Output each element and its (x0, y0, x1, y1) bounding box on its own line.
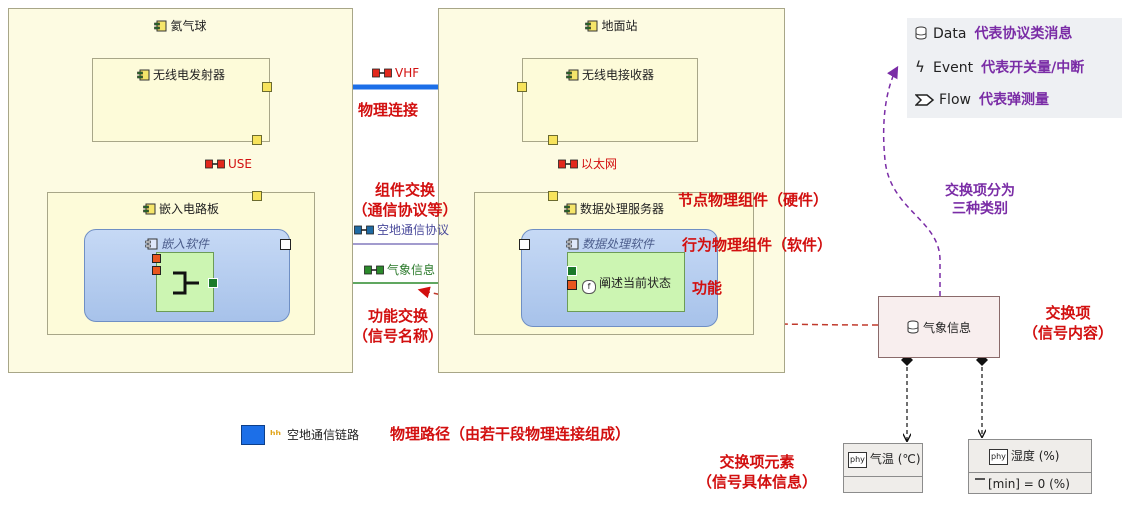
software-icon (566, 238, 579, 250)
physical-port[interactable] (517, 82, 527, 92)
node-balloon-title: 氦气球 (9, 19, 352, 33)
annotation-component-exchange: 组件交换 （通信协议等） (352, 181, 458, 219)
component-icon (585, 20, 598, 32)
database-icon (915, 26, 927, 40)
data-server-title: 数据处理服务器 (475, 202, 753, 216)
functional-exchange-label: 气象信息 (364, 263, 435, 277)
annotation-functional-exchange: 功能交换 （信号名称） (352, 307, 443, 345)
element-divider (844, 476, 922, 477)
flow-icon (914, 94, 935, 106)
data-software-title: 数据处理软件 (566, 237, 654, 251)
physical-port[interactable] (548, 191, 558, 201)
annotation-behavior-component: 行为物理组件（软件） (682, 236, 833, 254)
link-label-ethernet: 以太网 (558, 157, 617, 171)
embedded-software-title: 嵌入软件 (145, 237, 209, 251)
exchange-item-name: 气象信息 (907, 320, 971, 335)
physical-link-icon (205, 159, 225, 169)
annotation-physical-connection: 物理连接 (358, 101, 419, 119)
function-input-port[interactable] (152, 254, 161, 263)
annotation-node-component: 节点物理组件（硬件） (678, 191, 829, 209)
component-transmitter[interactable]: 无线电发射器 (92, 58, 270, 142)
property-icon (975, 478, 985, 488)
link-label-vhf: VHF (372, 66, 419, 80)
transmitter-title: 无线电发射器 (93, 68, 269, 82)
function-input-port[interactable] (567, 266, 577, 276)
component-receiver[interactable]: 无线电接收器 (522, 58, 698, 142)
lightning-icon: ϟ (915, 58, 925, 76)
element-humidity-property: [min] = 0 (%) (975, 477, 1070, 491)
component-exchange-icon (354, 225, 374, 235)
component-icon (137, 69, 150, 81)
physical-path-swatch (241, 425, 265, 445)
software-icon (145, 238, 158, 250)
physical-port[interactable] (252, 135, 262, 145)
exchange-item-box[interactable]: 气象信息 (878, 296, 1000, 358)
physical-quantity-icon: phy (848, 452, 867, 468)
component-exchange-port[interactable] (519, 239, 530, 250)
component-exchange-label: 空地通信协议 (354, 223, 449, 237)
embedded-board-title: 嵌入电路板 (48, 202, 314, 216)
functional-exchange-icon (364, 265, 384, 275)
component-exchange-port[interactable] (280, 239, 291, 250)
component-icon (154, 20, 167, 32)
annotation-function: 功能 (692, 279, 723, 297)
categories-arrow (882, 65, 941, 296)
annotation-three-kinds: 交换项分为 三种类别 (945, 183, 1015, 217)
physical-port[interactable] (262, 82, 272, 92)
component-icon (143, 203, 156, 215)
physical-quantity-icon: phy (989, 449, 1008, 465)
annotation-element: 交换项元素 （信号具体信息） (696, 453, 817, 491)
function-input-port[interactable] (152, 266, 161, 275)
physical-link-icon (372, 68, 392, 78)
link-label-use: USE (205, 157, 252, 171)
annotation-exchange-item: 交换项 （信号内容） (1022, 304, 1113, 342)
database-icon (907, 320, 919, 334)
physical-port[interactable] (548, 135, 558, 145)
path-icon: ʰʰ (270, 428, 281, 442)
function-input-port[interactable] (567, 280, 577, 290)
receiver-title: 无线电接收器 (523, 68, 697, 82)
component-icon (564, 203, 577, 215)
component-icon (566, 69, 579, 81)
function-bracket-icon (173, 271, 199, 295)
annotation-physical-path: 物理路径（由若干段物理连接组成） (390, 425, 631, 443)
physical-port[interactable] (252, 191, 262, 201)
function-output-port[interactable] (208, 278, 218, 288)
physical-link-icon (558, 159, 578, 169)
function-embedded[interactable] (156, 252, 214, 312)
element-divider (969, 472, 1091, 473)
function-icon: f (582, 280, 596, 294)
node-ground-station-title: 地面站 (439, 19, 784, 33)
